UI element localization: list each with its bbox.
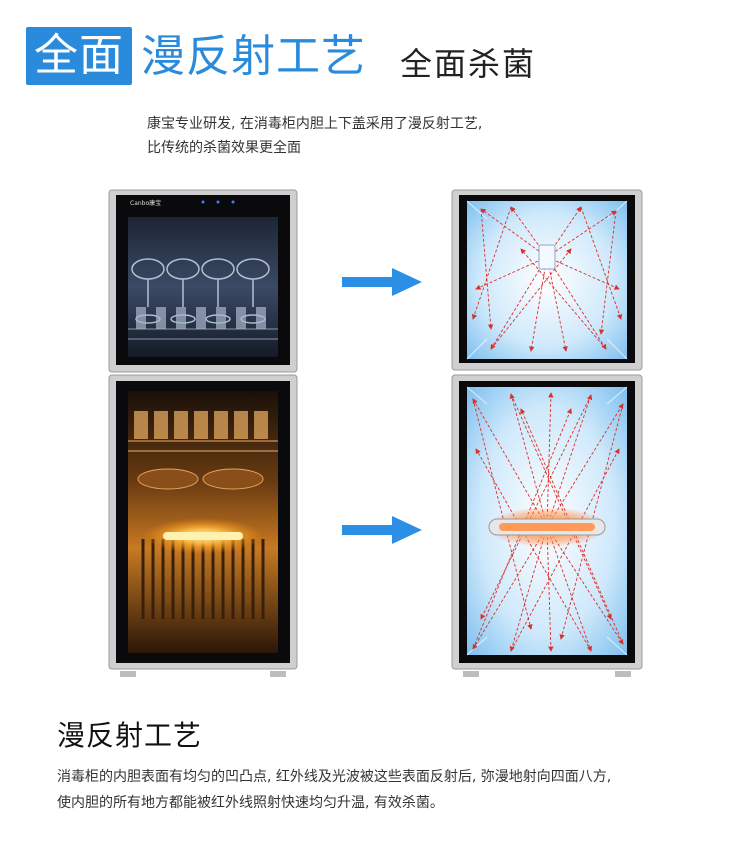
- cabinet-left-graphic: Canbo康宝: [108, 189, 298, 677]
- description-line-2: 使内胆的所有地方都能被红外线照射快速均匀升温, 有效杀菌。: [57, 795, 444, 811]
- arrow-right-icon: [342, 516, 422, 544]
- page-subtitle: 全面杀菌: [400, 45, 537, 83]
- arrow-right-icon: [342, 268, 422, 296]
- brand-logo: Canbo康宝: [130, 199, 161, 207]
- intro-line-2: 比传统的杀菌效果更全面: [147, 140, 301, 156]
- section-description: 消毒柜的内胆表面有均匀的凹凸点, 红外线及光波被这些表面反射后, 弥漫地射向四面…: [57, 764, 707, 816]
- section-title: 漫反射工艺: [57, 719, 203, 752]
- cabinet-right-graphic: [451, 189, 643, 677]
- intro-text: 康宝专业研发, 在消毒柜内胆上下盖采用了漫反射工艺, 比传统的杀菌效果更全面: [147, 112, 587, 160]
- heating-lamp-icon: [163, 532, 243, 540]
- page-title: 漫反射工艺: [141, 31, 366, 82]
- title-badge: 全面: [26, 27, 132, 85]
- cabinet-right-illustration: [451, 189, 643, 679]
- intro-line-1: 康宝专业研发, 在消毒柜内胆上下盖采用了漫反射工艺,: [147, 116, 483, 132]
- cabinet-left-illustration: Canbo康宝: [108, 189, 298, 679]
- heating-lamp-icon: [499, 523, 595, 531]
- uv-lamp-icon: [538, 244, 556, 270]
- description-line-1: 消毒柜的内胆表面有均匀的凹凸点, 红外线及光波被这些表面反射后, 弥漫地射向四面…: [57, 769, 612, 785]
